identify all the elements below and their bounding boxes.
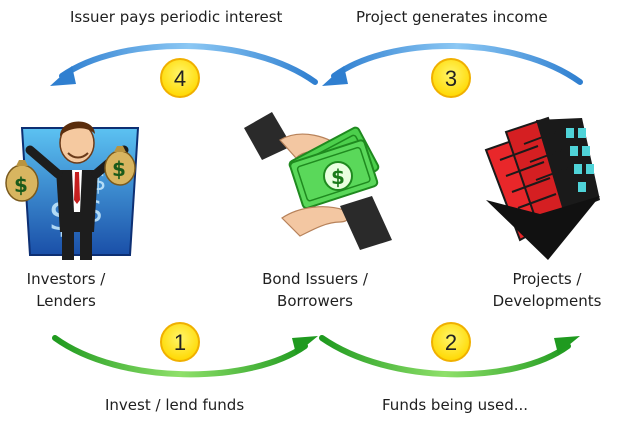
node-investors-line1: Investors /	[26, 270, 106, 288]
node-investors-label: Investors / Lenders	[27, 268, 106, 312]
svg-text:$: $	[14, 173, 28, 197]
badge-step-2: 2	[431, 322, 471, 362]
caption-project-income: Project generates income	[356, 8, 548, 26]
badge-step-3-number: 3	[445, 66, 457, 91]
node-projects-line1: Projects /	[512, 270, 582, 288]
badge-step-2-number: 2	[445, 330, 457, 355]
arrow-step-3	[322, 42, 583, 86]
badge-step-4-number: 4	[174, 66, 186, 91]
node-issuers-line1: Bond Issuers /	[262, 270, 368, 288]
node-investors-line2: Lenders	[36, 292, 96, 310]
badge-step-1: 1	[160, 322, 200, 362]
investor-with-money-bags-icon: $ $ $ $ $	[5, 121, 140, 260]
caption-invest-funds: Invest / lend funds	[105, 396, 245, 414]
node-projects-label: Projects / Developments	[493, 268, 602, 312]
badge-step-4: 4	[160, 58, 200, 98]
arrow-step-1	[52, 335, 318, 378]
svg-text:$: $	[112, 157, 126, 181]
badge-step-1-number: 1	[174, 330, 186, 355]
badge-step-3: 3	[431, 58, 471, 98]
node-issuers-label: Bond Issuers / Borrowers	[262, 268, 368, 312]
svg-text:$: $	[331, 165, 345, 189]
node-projects-line2: Developments	[492, 292, 602, 310]
node-issuers-line2: Borrowers	[277, 292, 353, 310]
office-buildings-icon	[484, 116, 600, 260]
arrow-step-2	[319, 335, 580, 378]
caption-funds-used: Funds being used...	[382, 396, 529, 414]
arrow-step-4	[50, 42, 318, 86]
caption-interest-payment: Issuer pays periodic interest	[70, 8, 283, 26]
handshake-money-icon: $	[244, 112, 392, 250]
